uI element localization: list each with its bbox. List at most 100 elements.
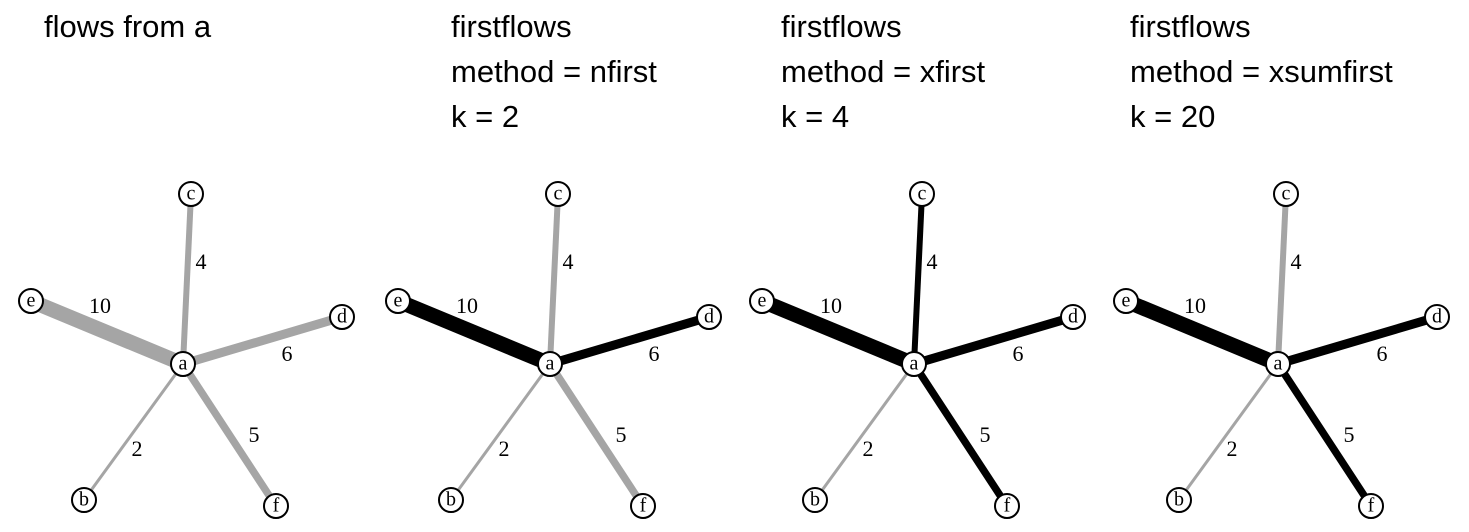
node-label-d: d bbox=[1432, 306, 1442, 328]
node-b bbox=[1166, 487, 1192, 513]
flow-graph: 10 6 5 4 2 a b c d e f bbox=[18, 181, 355, 519]
edge-label-c: 4 bbox=[927, 249, 938, 274]
edge-a-c bbox=[911, 193, 925, 365]
node-a bbox=[170, 351, 196, 377]
edge-label-b: 2 bbox=[499, 436, 510, 461]
node-e bbox=[749, 288, 775, 314]
node-c bbox=[909, 181, 935, 207]
edge-a-e bbox=[395, 294, 553, 371]
edge-a-e bbox=[759, 294, 917, 371]
node-label-b: b bbox=[810, 489, 820, 511]
node-a bbox=[537, 351, 563, 377]
node-label-b: b bbox=[79, 489, 89, 511]
panel-title: firstflows method = xsumfirst k = 20 bbox=[1130, 4, 1393, 139]
edge-label-e: 10 bbox=[456, 293, 478, 318]
panel-title-line: flows from a bbox=[44, 9, 212, 44]
node-label-f: f bbox=[1368, 495, 1375, 517]
edge-label-d: 6 bbox=[1377, 341, 1388, 366]
edge-label-b: 2 bbox=[1227, 436, 1238, 461]
node-label-f: f bbox=[640, 495, 647, 517]
node-label-f: f bbox=[273, 495, 280, 517]
node-label-d: d bbox=[337, 306, 347, 328]
node-label-a: a bbox=[910, 353, 919, 375]
edge-a-f bbox=[179, 361, 280, 509]
edge-a-c bbox=[180, 193, 194, 365]
edge-label-d: 6 bbox=[1013, 341, 1024, 366]
node-c bbox=[1273, 181, 1299, 207]
edge-a-c bbox=[547, 193, 561, 365]
node-label-c: c bbox=[918, 183, 927, 205]
edge-a-f bbox=[546, 361, 647, 509]
node-label-e: e bbox=[27, 290, 36, 312]
node-f bbox=[630, 493, 656, 519]
edge-a-b bbox=[82, 363, 185, 501]
edge-a-c bbox=[1275, 193, 1289, 365]
node-d bbox=[329, 304, 355, 330]
node-label-d: d bbox=[704, 306, 714, 328]
edge-label-b: 2 bbox=[132, 436, 143, 461]
edge-label-d: 6 bbox=[282, 341, 293, 366]
edge-label-f: 5 bbox=[249, 422, 260, 447]
node-d bbox=[1424, 304, 1450, 330]
panel-title: firstflows method = xfirst k = 4 bbox=[781, 4, 985, 139]
panel-title-line: method = xfirst bbox=[781, 54, 986, 89]
node-label-c: c bbox=[187, 183, 196, 205]
edge-label-d: 6 bbox=[649, 341, 660, 366]
node-label-e: e bbox=[758, 290, 767, 312]
node-label-a: a bbox=[1274, 353, 1283, 375]
node-label-b: b bbox=[1174, 489, 1184, 511]
edge-label-e: 10 bbox=[1184, 293, 1206, 318]
panel-title: flows from a bbox=[44, 4, 211, 49]
edge-a-b bbox=[1177, 363, 1280, 501]
edge-label-b: 2 bbox=[863, 436, 874, 461]
panel-title-line: k = 2 bbox=[451, 99, 520, 134]
edge-label-e: 10 bbox=[820, 293, 842, 318]
node-e bbox=[18, 288, 44, 314]
node-d bbox=[696, 304, 722, 330]
flow-graph: 10 6 5 4 2 a b c d e f bbox=[749, 181, 1086, 519]
panel-xfirst: firstflows method = xfirst k = 4 10 6 5 4 2 a… bbox=[731, 0, 1098, 532]
node-a bbox=[1265, 351, 1291, 377]
node-e bbox=[385, 288, 411, 314]
edge-label-c: 4 bbox=[196, 249, 207, 274]
edge-a-d bbox=[181, 312, 344, 369]
node-label-e: e bbox=[394, 290, 403, 312]
node-f bbox=[1358, 493, 1384, 519]
panel-title-line: method = nfirst bbox=[451, 54, 657, 89]
edge-a-b bbox=[813, 363, 916, 501]
node-label-e: e bbox=[1122, 290, 1131, 312]
node-c bbox=[178, 181, 204, 207]
panel-title-line: firstflows bbox=[781, 9, 902, 44]
node-label-c: c bbox=[1282, 183, 1291, 205]
node-label-f: f bbox=[1004, 495, 1011, 517]
edge-label-c: 4 bbox=[563, 249, 574, 274]
edge-label-f: 5 bbox=[1344, 422, 1355, 447]
node-d bbox=[1060, 304, 1086, 330]
node-b bbox=[438, 487, 464, 513]
edge-label-e: 10 bbox=[89, 293, 111, 318]
node-label-a: a bbox=[179, 353, 188, 375]
panel-xsumfirst: firstflows method = xsumfirst k = 20 10 6… bbox=[1095, 0, 1462, 532]
edge-a-e bbox=[28, 294, 186, 371]
edge-a-b bbox=[449, 363, 552, 501]
panel-title: firstflows method = nfirst k = 2 bbox=[451, 4, 657, 139]
panel-title-line: method = xsumfirst bbox=[1130, 54, 1393, 89]
edge-a-d bbox=[548, 312, 711, 369]
node-label-c: c bbox=[554, 183, 563, 205]
edge-a-f bbox=[1274, 361, 1375, 509]
edge-a-d bbox=[912, 312, 1075, 369]
node-label-d: d bbox=[1068, 306, 1078, 328]
edge-label-f: 5 bbox=[980, 422, 991, 447]
panel-title-line: firstflows bbox=[1130, 9, 1251, 44]
node-label-a: a bbox=[546, 353, 555, 375]
node-label-b: b bbox=[446, 489, 456, 511]
node-b bbox=[71, 487, 97, 513]
node-b bbox=[802, 487, 828, 513]
node-c bbox=[545, 181, 571, 207]
node-a bbox=[901, 351, 927, 377]
panel-flows-from-a: flows from a 10 6 5 4 2 a b c d e f bbox=[0, 0, 367, 532]
node-f bbox=[994, 493, 1020, 519]
node-f bbox=[263, 493, 289, 519]
